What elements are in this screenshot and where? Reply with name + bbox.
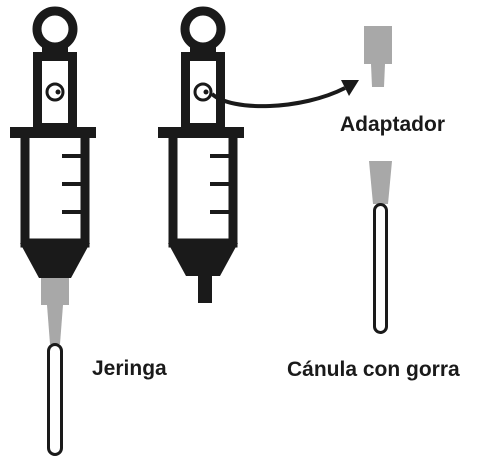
cannula-with-cap [369, 161, 392, 334]
syringe-1-ring [32, 6, 78, 56]
syringe-2-nozzle [198, 275, 212, 303]
syringe-with-cannula [10, 6, 96, 456]
syringe-label: Jeringa [92, 357, 167, 380]
syringe-1-flange [10, 127, 96, 138]
syringe-2-barrel [168, 138, 238, 276]
syringe-2-ring [180, 6, 226, 56]
loose-adapter [364, 26, 392, 87]
cannula-cap [369, 161, 392, 204]
adapter-label: Adaptador [340, 113, 445, 136]
syringe-1-adapter [41, 278, 69, 344]
syringe-1-barrel [20, 138, 90, 278]
syringe-1-cannula [47, 343, 63, 456]
cannula-label: Cánula con gorra [287, 358, 460, 381]
syringe-1-plunger [33, 52, 77, 132]
syringe-without-adapter [158, 6, 244, 303]
syringe-2-flange [158, 127, 244, 138]
arrow-to-adapter [210, 80, 359, 109]
cannula-tube [373, 203, 388, 334]
syringe-2-plunger [181, 52, 225, 132]
